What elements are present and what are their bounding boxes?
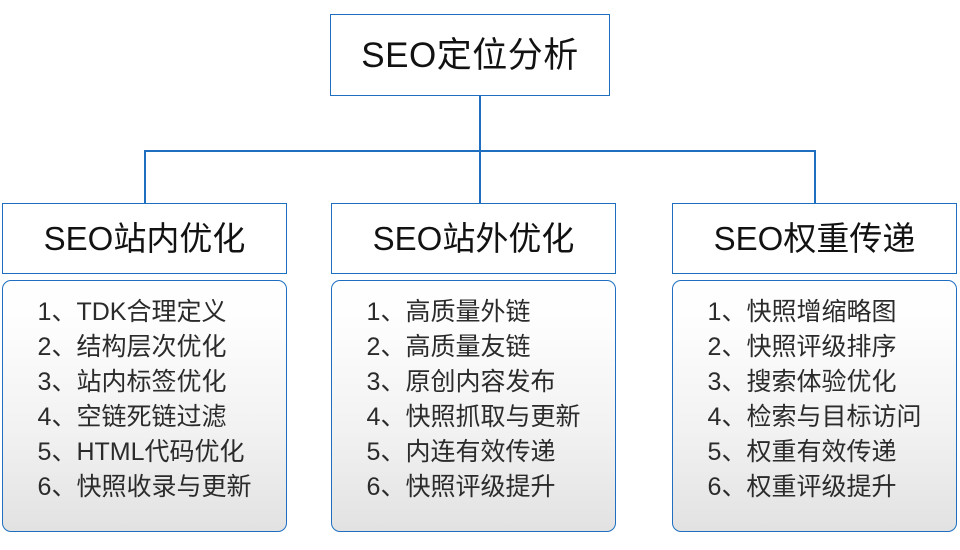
list-item: 1、TDK合理定义	[37, 298, 227, 326]
list-item: 2、快照评级排序	[707, 333, 897, 361]
root-node[interactable]: SEO定位分析	[330, 14, 610, 96]
list-item: 3、站内标签优化	[37, 368, 227, 396]
connector-drop-branch-3	[814, 150, 816, 204]
list-item: 3、搜索体验优化	[707, 368, 897, 396]
branch-2-body: 1、高质量外链 2、高质量友链 3、原创内容发布 4、快照抓取与更新 5、内连有…	[331, 280, 616, 532]
branch-2-list: 1、高质量外链 2、高质量友链 3、原创内容发布 4、快照抓取与更新 5、内连有…	[367, 295, 581, 505]
branch-column-2: SEO站外优化 1、高质量外链 2、高质量友链 3、原创内容发布 4、快照抓取与…	[331, 203, 616, 532]
list-item: 6、快照收录与更新	[37, 473, 252, 501]
branch-3-list: 1、快照增缩略图 2、快照评级排序 3、搜索体验优化 4、检索与目标访问 5、权…	[708, 295, 922, 505]
branch-column-1: SEO站内优化 1、TDK合理定义 2、结构层次优化 3、站内标签优化 4、空链…	[2, 203, 287, 532]
list-item: 1、高质量外链	[366, 298, 531, 326]
branch-1-body: 1、TDK合理定义 2、结构层次优化 3、站内标签优化 4、空链死链过滤 5、H…	[2, 280, 287, 532]
list-item: 1、快照增缩略图	[707, 298, 897, 326]
list-item: 3、原创内容发布	[366, 368, 556, 396]
connector-drop-branch-2	[479, 150, 481, 204]
branch-1-header[interactable]: SEO站内优化	[2, 203, 287, 274]
branch-3-header[interactable]: SEO权重传递	[672, 203, 957, 274]
branch-3-body: 1、快照增缩略图 2、快照评级排序 3、搜索体验优化 4、检索与目标访问 5、权…	[672, 280, 957, 532]
branch-2-header-label: SEO站外优化	[372, 220, 575, 257]
list-item: 2、高质量友链	[366, 333, 531, 361]
list-item: 5、HTML代码优化	[37, 438, 245, 466]
root-node-label: SEO定位分析	[361, 35, 579, 75]
list-item: 6、快照评级提升	[366, 473, 556, 501]
list-item: 6、权重评级提升	[707, 473, 897, 501]
branch-2-header[interactable]: SEO站外优化	[331, 203, 616, 274]
list-item: 5、权重有效传递	[707, 438, 897, 466]
branch-1-list: 1、TDK合理定义 2、结构层次优化 3、站内标签优化 4、空链死链过滤 5、H…	[38, 295, 252, 505]
connector-drop-branch-1	[144, 150, 146, 204]
list-item: 4、快照抓取与更新	[366, 403, 581, 431]
list-item: 4、空链死链过滤	[37, 403, 227, 431]
branch-3-header-label: SEO权重传递	[713, 220, 916, 257]
branch-1-header-label: SEO站内优化	[43, 220, 246, 257]
connector-root-stem	[479, 96, 481, 152]
branch-column-3: SEO权重传递 1、快照增缩略图 2、快照评级排序 3、搜索体验优化 4、检索与…	[672, 203, 957, 532]
list-item: 2、结构层次优化	[37, 333, 227, 361]
list-item: 5、内连有效传递	[366, 438, 556, 466]
list-item: 4、检索与目标访问	[707, 403, 922, 431]
